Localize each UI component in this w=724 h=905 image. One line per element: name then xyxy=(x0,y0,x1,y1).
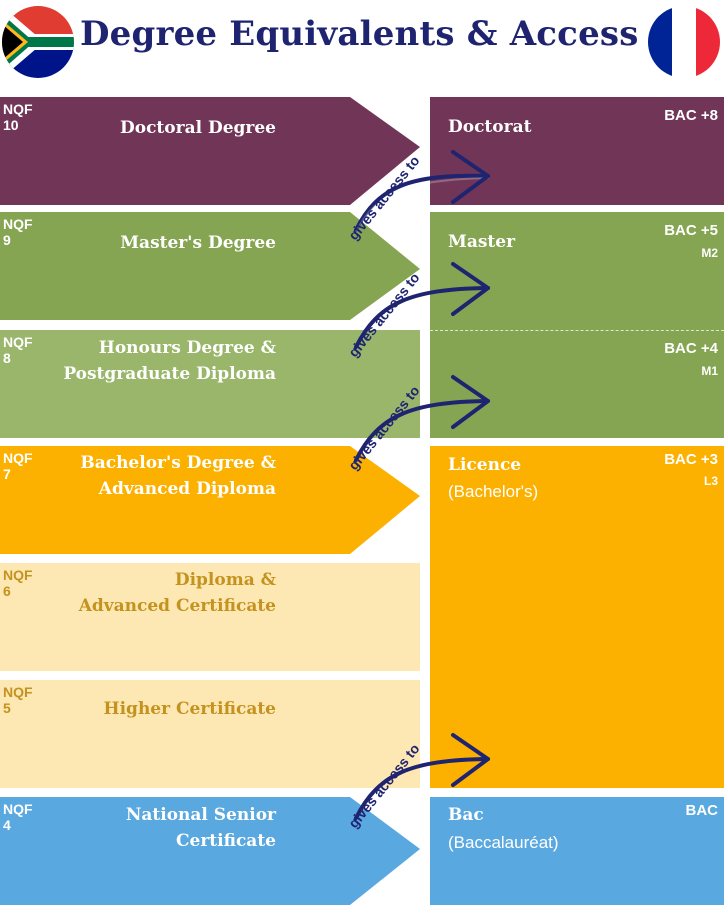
sa-band-nqf9-shape xyxy=(0,212,420,320)
fr-degree-name: Bac xyxy=(448,805,484,825)
page-title: Degree Equivalents & Access xyxy=(80,14,639,54)
fr-degree-subtitle: (Baccalauréat) xyxy=(448,833,559,852)
fr-degree-name: Master xyxy=(448,232,516,252)
sa-degree-line: Bachelor's Degree & xyxy=(80,453,276,473)
bac-sub-label: M1 xyxy=(701,364,718,378)
bac-label: BAC xyxy=(685,802,719,819)
sa-degree-line: Advanced Certificate xyxy=(78,596,276,616)
sa-degree-name: Higher Certificate xyxy=(0,696,276,722)
bac-sub-label: M2 xyxy=(701,246,718,260)
south-africa-flag xyxy=(2,6,74,78)
sa-degree-name: Diploma & Advanced Certificate xyxy=(0,567,276,619)
fr-level-bac: Bac (Baccalauréat) BAC xyxy=(430,797,724,905)
bac-label: BAC +3 xyxy=(664,451,718,468)
fr-level-doctorat: Doctorat BAC +8 xyxy=(430,97,724,205)
fr-degree-subtitle: (Bachelor's) xyxy=(448,482,539,501)
sa-degree-line: Doctoral Degree xyxy=(119,118,276,138)
nqf-label: NQF 7 xyxy=(3,450,33,482)
sa-band-nqf4-shape xyxy=(0,797,420,905)
master-year-divider xyxy=(430,330,724,331)
sa-degree-line: Postgraduate Diploma xyxy=(63,364,276,384)
nqf-label: NQF 6 xyxy=(3,567,33,599)
nqf-label: NQF 10 xyxy=(3,101,33,133)
fr-degree-name: Licence xyxy=(448,455,522,475)
nqf-label: NQF 5 xyxy=(3,684,33,716)
sa-degree-line: Advanced Diploma xyxy=(98,479,276,499)
bac-label: BAC +5 xyxy=(664,222,718,239)
nqf-label: NQF 8 xyxy=(3,334,33,366)
sa-band-nqf8-shape xyxy=(0,330,420,438)
bac-label: BAC +8 xyxy=(664,107,718,124)
sa-degree-line: Certificate xyxy=(175,831,276,851)
france-flag-graphic xyxy=(648,6,720,78)
sa-band-nqf6-shape xyxy=(0,563,420,671)
sa-band-nqf7-shape xyxy=(0,446,420,554)
sa-degree-line: Master's Degree xyxy=(120,233,276,253)
fr-degree-name: Doctorat xyxy=(448,117,532,137)
sa-degree-name: Bachelor's Degree & Advanced Diploma xyxy=(0,450,276,502)
sa-degree-line: National Senior xyxy=(125,805,276,825)
south-africa-flag-graphic xyxy=(2,6,74,78)
fr-level-master: Master BAC +5 M2 BAC +4 M1 xyxy=(430,212,724,438)
nqf-label: NQF 9 xyxy=(3,216,33,248)
sa-band-nqf10-shape xyxy=(0,97,420,205)
france-flag xyxy=(648,6,720,78)
sa-degree-line: Diploma & xyxy=(174,570,276,590)
sa-degree-name: Master's Degree xyxy=(0,230,276,256)
bac-sub-label: L3 xyxy=(703,474,718,488)
sa-band-nqf5-shape xyxy=(0,680,420,788)
bac-label: BAC +4 xyxy=(664,340,718,357)
sa-degree-name: Doctoral Degree xyxy=(0,115,276,141)
sa-degree-line: Higher Certificate xyxy=(103,699,276,719)
fr-level-licence: Licence (Bachelor's) BAC +3 L3 xyxy=(430,446,724,788)
sa-degree-name: Honours Degree & Postgraduate Diploma xyxy=(0,335,276,387)
nqf-label: NQF 4 xyxy=(3,801,33,833)
sa-degree-line: Honours Degree & xyxy=(98,338,276,358)
